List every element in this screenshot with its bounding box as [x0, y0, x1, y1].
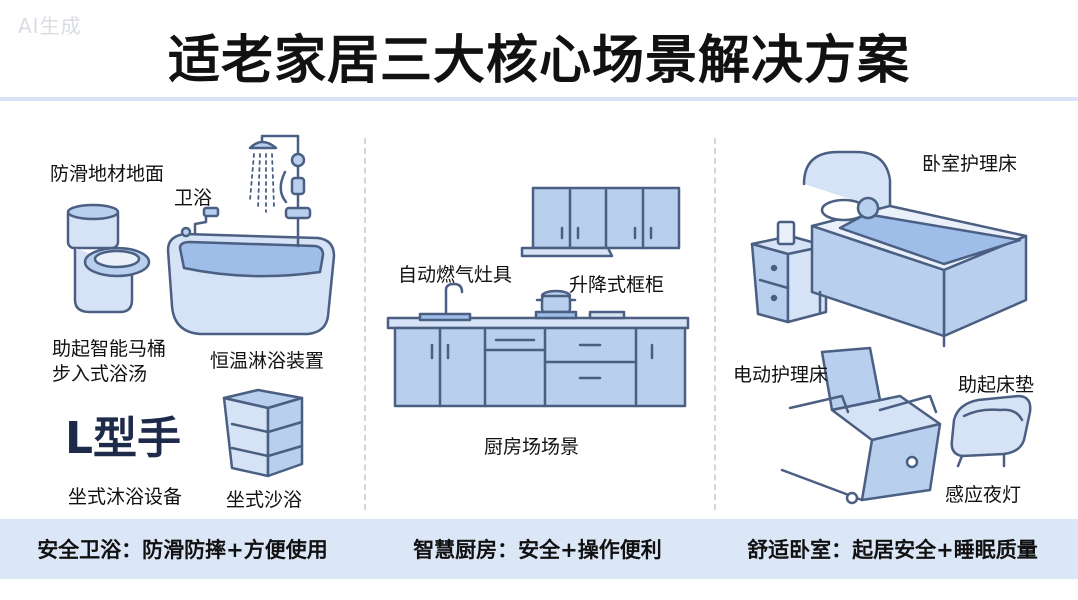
- label-night-light: 感应夜灯: [945, 484, 1022, 506]
- label-bedroom-care-bed: 卧室护理床: [922, 153, 1018, 175]
- summary-bar: [0, 519, 1078, 579]
- kitchen-counter-illustration: [386, 282, 690, 408]
- label-auto-gas-stove: 自动燃气灶具: [398, 264, 513, 286]
- wall-cabinets-illustration: [520, 186, 681, 258]
- page-title: 适老家居三大核心场景解决方案: [167, 31, 910, 91]
- assist-mattress-illustration: [950, 394, 1032, 468]
- seated-shower-cabinet-illustration: [222, 388, 304, 478]
- label-seated-bath-equipment: 坐式沐浴设备: [68, 486, 183, 508]
- label-kitchen-scene: 厨房场场景: [484, 436, 580, 458]
- column-divider-right: [714, 138, 716, 510]
- label-bath: 卫浴: [174, 187, 213, 209]
- summary-bathroom: 安全卫浴：防滑防摔+方便使用: [37, 538, 328, 562]
- bathtub-illustration: [166, 206, 336, 336]
- label-assist-mattress: 助起床垫: [958, 374, 1035, 396]
- title-divider: [0, 97, 1078, 101]
- label-assist-toilet: 助起智能马桶: [52, 338, 167, 360]
- label-lift-cabinet: 升降式框柜: [569, 274, 665, 296]
- column-divider-left: [364, 138, 366, 510]
- shower-illustration: [248, 134, 312, 248]
- electric-care-bed-illustration: [780, 346, 942, 505]
- summary-kitchen: 智慧厨房：安全+操作便利: [413, 538, 662, 562]
- label-l-handle: L型手: [65, 413, 182, 464]
- label-electric-care-bed: 电动护理床: [733, 364, 829, 386]
- label-seated-shower: 坐式沙浴: [226, 489, 303, 511]
- watermark: AI生成: [18, 14, 82, 38]
- label-thermostatic-shower: 恒温淋浴装置: [210, 350, 325, 372]
- label-walk-in-bath: 步入式浴汤: [52, 363, 148, 385]
- care-bed-illustration: [802, 150, 1028, 348]
- summary-bedroom: 舒适卧室：起居安全+睡眠质量: [747, 538, 1038, 562]
- toilet-illustration: [66, 203, 151, 314]
- label-anti-slip-floor: 防滑地材地面: [50, 163, 165, 185]
